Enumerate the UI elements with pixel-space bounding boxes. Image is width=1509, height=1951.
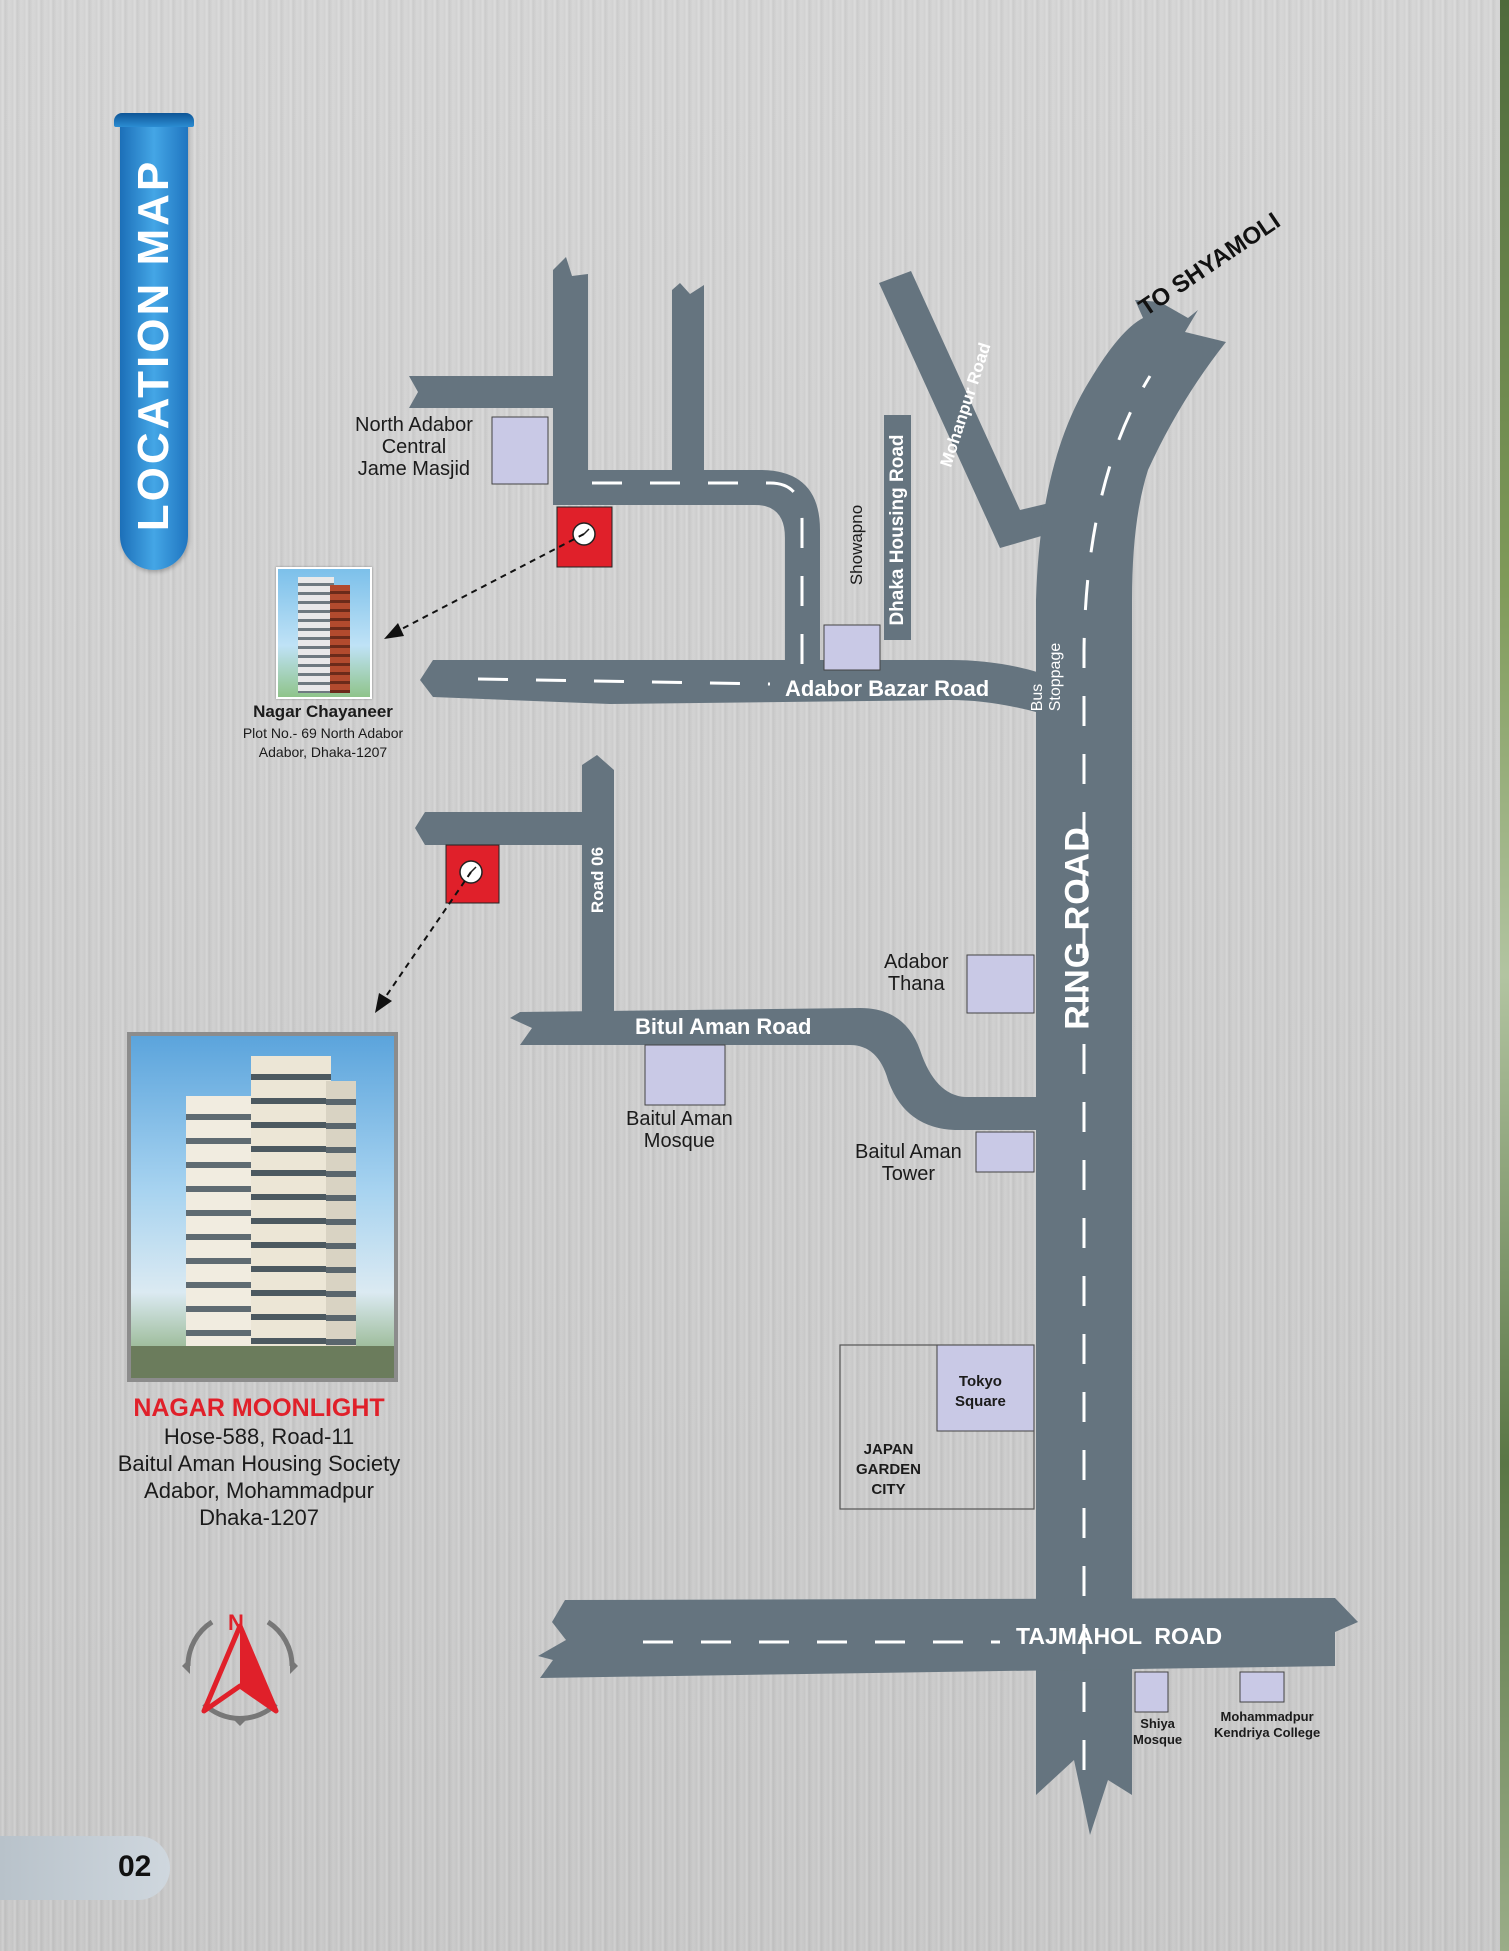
road-label-ring: RING ROAD — [1058, 826, 1097, 1030]
label-japan-garden-city: JAPAN GARDEN CITY — [856, 1440, 921, 1500]
label-line: CITY — [871, 1481, 906, 1498]
building-shape — [298, 577, 334, 693]
address-line: Adabor, Mohammadpur — [144, 1478, 374, 1503]
label-line: Tokyo — [958, 1373, 1002, 1390]
landmark-block-shiya-mosque — [1134, 1671, 1169, 1713]
label-adabor-thana: Adabor Thana — [884, 951, 949, 995]
building-shape — [186, 1096, 256, 1374]
label-line: JAPAN — [863, 1441, 914, 1458]
label-line: GARDEN — [856, 1461, 922, 1478]
landmark-block-tokyo-square — [936, 1344, 1035, 1432]
label-line: Baitul Aman — [855, 1141, 962, 1163]
landmark-block-kendriya-college — [1239, 1671, 1285, 1703]
road-mohanpur — [879, 271, 1062, 548]
location-marker-chayaneer — [384, 506, 613, 639]
label-line: Square — [955, 1393, 1006, 1410]
label-line: Mohammadpur — [1220, 1709, 1314, 1724]
building-shape — [251, 1056, 331, 1374]
address-line: Plot No.- 69 North Adabor — [242, 725, 404, 741]
label-kendriya-college: Mohammadpur Kendriya College — [1214, 1709, 1320, 1741]
label-line: Shiya — [1140, 1716, 1175, 1731]
road-dhaka-housing — [884, 415, 911, 640]
address-line: Baitul Aman Housing Society — [117, 1451, 401, 1476]
page-number-tab — [0, 1836, 170, 1900]
label-line: Thana — [887, 973, 945, 995]
label-tokyo-square: Tokyo Square — [955, 1372, 1006, 1412]
photo-nagar-chayaneer — [276, 567, 372, 699]
label-line: Mosque — [643, 1130, 715, 1152]
label-baitul-aman-tower: Baitul Aman Tower — [855, 1141, 962, 1185]
road-network — [409, 257, 1358, 1835]
landmark-block-baitul-aman-mosque — [644, 1044, 726, 1106]
label-line: Baitul Aman — [626, 1108, 733, 1130]
label-baitul-aman-mosque: Baitul Aman Mosque — [626, 1108, 733, 1152]
road-label-dhaka-housing: Dhaka Housing Road — [887, 434, 908, 626]
landmark-blocks — [491, 416, 1285, 1713]
compass-icon — [182, 1619, 298, 1726]
road-label-06: Road 06 — [588, 846, 607, 914]
project-name: Nagar Chayaneer — [253, 702, 393, 721]
building-shape — [326, 1081, 356, 1374]
label-line: North Adabor — [355, 414, 473, 436]
building-shape — [330, 585, 350, 693]
page-number: 02 — [118, 1850, 152, 1883]
road-bitul-aman — [510, 1008, 1036, 1130]
label-line: Central — [381, 436, 447, 458]
road-tajmahol — [538, 1598, 1358, 1678]
label-line: Kendriya College — [1214, 1725, 1321, 1740]
ground-shape — [131, 1346, 394, 1378]
road-label-tajmahol: TAJMAHOL ROAD — [1016, 1623, 1223, 1649]
location-marker-moonlight — [375, 844, 500, 1013]
label-north-adabor-masjid: North Adabor Central Jame Masjid — [355, 414, 473, 480]
landmark-block-north-adabor-masjid — [491, 416, 549, 485]
landmark-block-baitul-aman-tower — [975, 1131, 1035, 1173]
road-06 — [415, 755, 614, 1012]
lane-markings — [477, 375, 1152, 1770]
label-showapno: Showapno — [847, 504, 866, 586]
address-line: Dhaka-1207 — [199, 1505, 319, 1530]
label-line: Adabor — [884, 951, 949, 973]
address-line: Adabor, Dhaka-1207 — [258, 744, 388, 760]
project-name: NAGAR MOONLIGHT — [133, 1394, 385, 1422]
landmark-block-showapno — [823, 624, 881, 671]
address-line: Hose-588, Road-11 — [163, 1424, 355, 1449]
label-line: Mosque — [1133, 1732, 1183, 1747]
label-line: Tower — [881, 1163, 936, 1185]
photo-nagar-moonlight — [127, 1032, 398, 1382]
road-label-adabor-bazar: Adabor Bazar Road — [785, 676, 990, 701]
road-label-bitul-aman: Bitul Aman Road — [635, 1014, 812, 1039]
compass-north-letter: N — [228, 1610, 244, 1635]
label-shiya-mosque: Shiya Mosque — [1133, 1716, 1182, 1748]
page-edge-strip — [1500, 0, 1509, 1951]
label-line: Jame Masjid — [357, 458, 471, 480]
address-nagar-chayaneer: Nagar Chayaneer Plot No.- 69 North Adabo… — [243, 702, 403, 760]
label-line: Stoppage — [1047, 642, 1064, 712]
landmark-block-japan-garden-city — [839, 1344, 1035, 1510]
landmark-block-adabor-thana — [966, 954, 1035, 1014]
title-banner — [120, 118, 188, 570]
address-nagar-moonlight: NAGAR MOONLIGHT Hose-588, Road-11 Baitul… — [118, 1393, 401, 1531]
label-bus-stoppage: Bus Stoppage — [1029, 643, 1065, 712]
title-banner-cap — [114, 113, 194, 127]
label-line: Bus — [1029, 683, 1046, 712]
road-adabor-bazar — [420, 637, 1060, 712]
